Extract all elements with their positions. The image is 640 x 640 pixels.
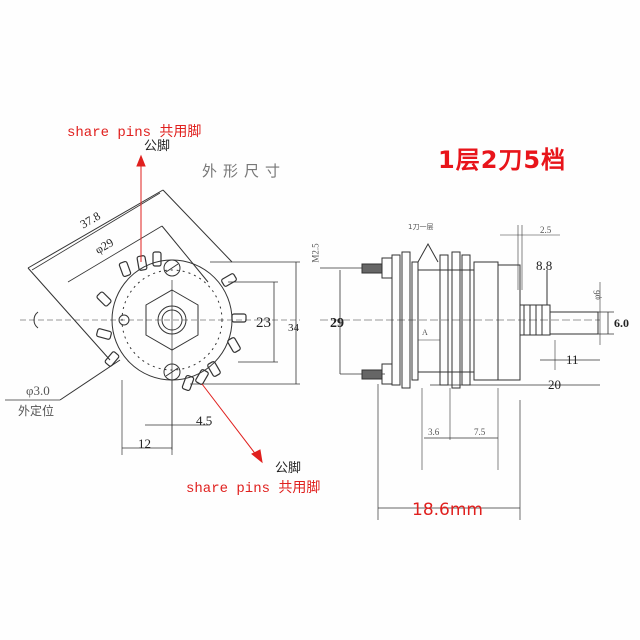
dim-8-8: 8.8 [536,258,553,273]
dim-locator-3-0: φ3.0 [26,383,50,398]
dim-7-5: 7.5 [474,427,486,437]
dim-11: 11 [566,352,579,367]
common-pin-label-bottom: 公脚 [275,461,302,476]
share-pins-label-bottom: share pins 共用脚 [186,481,321,497]
dim-23: 23 [256,315,271,331]
dim-6-0: 6.0 [614,316,629,330]
wafer-label: 1刀一层 [408,223,434,231]
common-pin-label-top: 公脚 [144,139,171,154]
dim-2-5: 2.5 [540,225,552,235]
outline-dimensions-heading: 外形尺寸 [202,162,287,180]
dim-3-6: 3.6 [428,427,440,437]
dim-4-5: 4.5 [196,413,213,428]
product-title: 1层2刀5档 [438,146,567,174]
dim-29-side: 29 [330,316,344,331]
dim-12: 12 [138,436,151,451]
dim-total-depth: 18.6mm [412,500,483,520]
label-a: A [422,328,428,337]
dim-thread-m2-5: M2.5 [310,243,321,263]
dim-20: 20 [548,377,561,392]
locator-label: 外定位 [18,404,55,418]
dim-shaft-diameter-6: φ6 [591,290,602,300]
dim-34: 34 [288,322,299,334]
share-pins-label-top: share pins 共用脚 [67,125,202,141]
